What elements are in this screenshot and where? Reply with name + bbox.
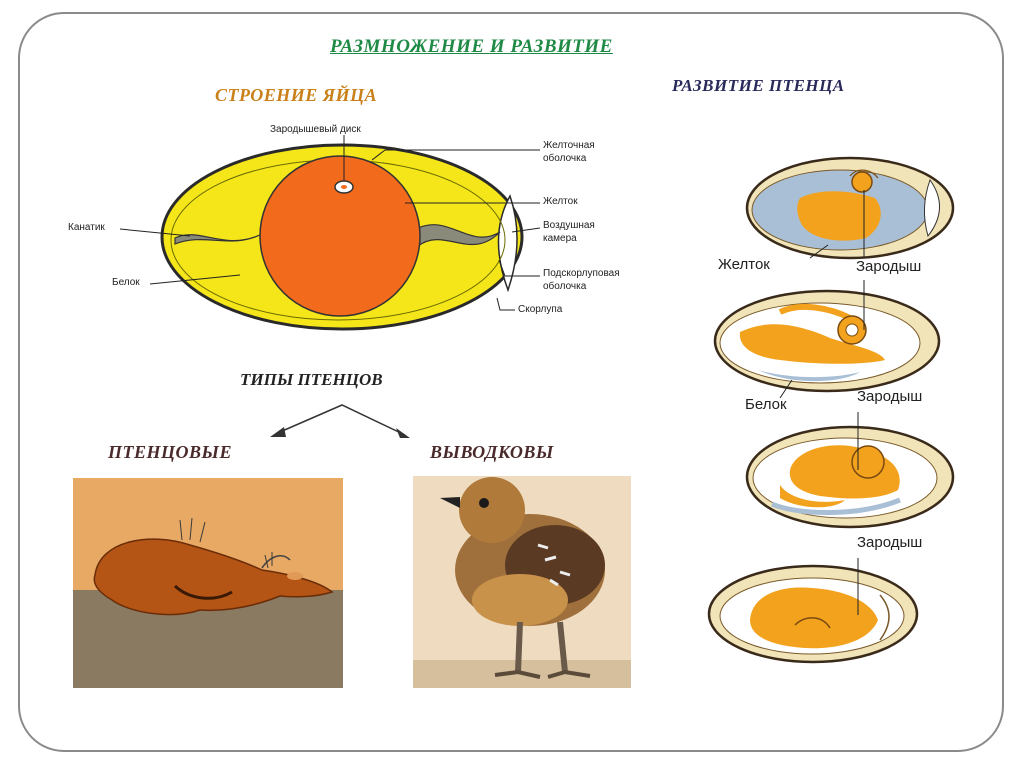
precocial-chick-photo	[413, 476, 631, 688]
label-yolk-membrane-1: Желточная	[543, 140, 595, 151]
label-chalaza: Канатик	[68, 222, 105, 233]
yolk	[259, 155, 421, 317]
label-air-chamber-1: Воздушная	[543, 220, 595, 231]
development-title: РАЗВИТИЕ ПТЕНЦА	[672, 76, 845, 95]
egg-structure-title: СТРОЕНИЕ ЯЙЦА	[215, 85, 378, 105]
label-shell-membrane-2: оболочка	[543, 281, 587, 292]
label-shell: Скорлупа	[518, 304, 563, 315]
dev-label-albumen: Белок	[745, 396, 787, 413]
dev-stage-2	[713, 280, 941, 399]
dev-label-embryo-2: Зародыш	[857, 388, 923, 405]
altricial-title: ПТЕНЦОВЫЕ	[108, 442, 232, 462]
dev-stage-1	[745, 156, 955, 260]
air-chamber	[497, 194, 518, 293]
dev-stage-4	[707, 558, 919, 664]
altricial-chick-photo	[73, 478, 343, 688]
label-yolk-membrane-2: оболочка	[543, 153, 587, 164]
label-yolk: Желток	[543, 196, 578, 207]
egg-diagram	[119, 135, 541, 331]
types-arrows	[270, 404, 410, 438]
chalaza-right	[417, 224, 501, 248]
label-germinal-disc: Зародышевый диск	[270, 124, 361, 135]
label-air-chamber-2: камера	[543, 233, 577, 244]
main-title: РАЗМНОЖЕНИЕ И РАЗВИТИЕ	[330, 36, 613, 57]
chick-types-title: ТИПЫ ПТЕНЦОВ	[240, 370, 383, 389]
dev-label-embryo-3: Зародыш	[857, 534, 923, 551]
label-albumen: Белок	[112, 277, 140, 288]
label-shell-membrane-1: Подскорлуповая	[543, 268, 620, 279]
precocial-title: ВЫВОДКОВЫ	[430, 442, 554, 462]
dev-label-embryo-1: Зародыш	[856, 258, 922, 275]
dev-stage-3	[745, 412, 955, 529]
dev-label-yolk: Желток	[718, 256, 770, 273]
